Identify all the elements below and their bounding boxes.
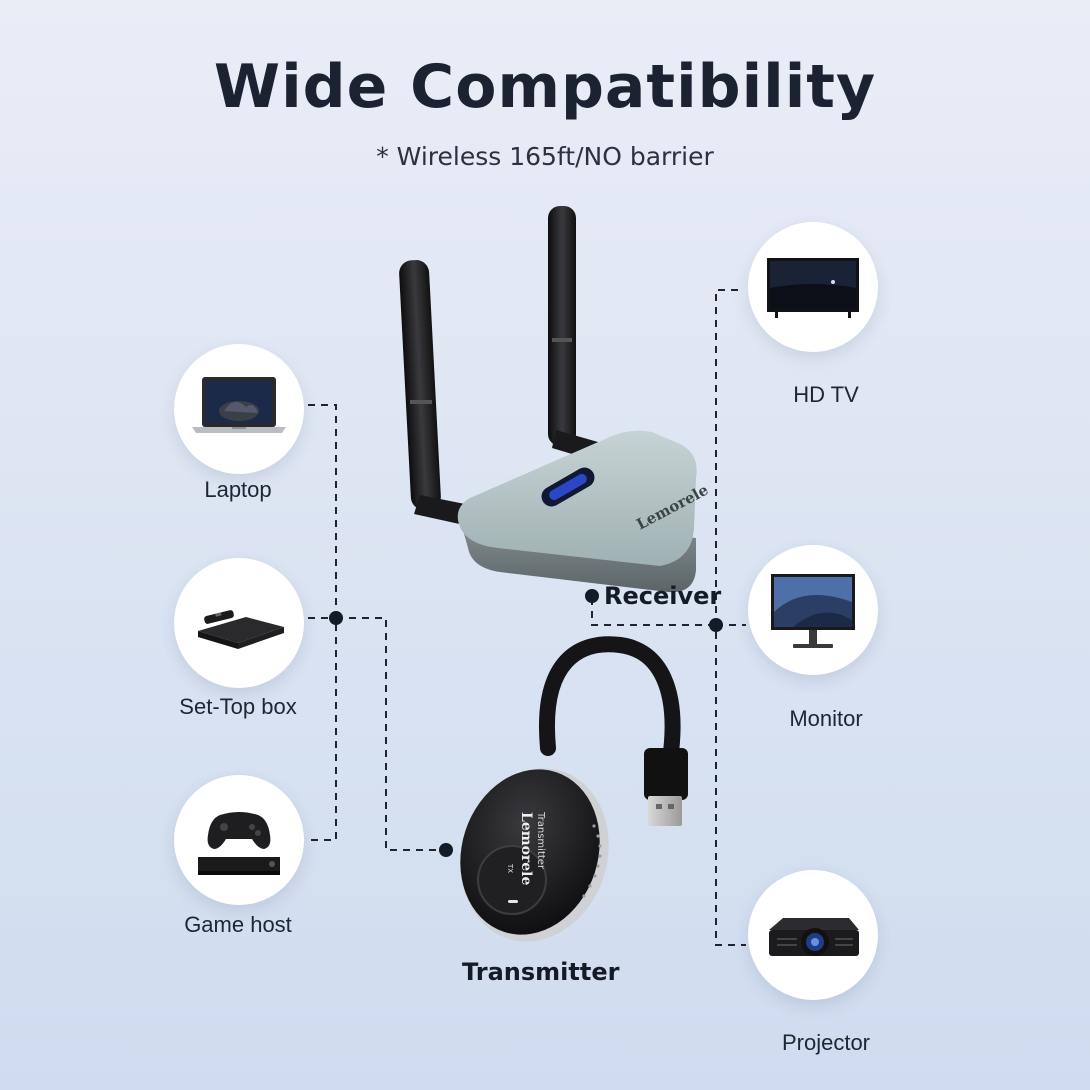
projector-device [748, 870, 878, 1000]
source-bus-line [308, 404, 337, 841]
source-label-laptop: Laptop [204, 477, 272, 502]
svg-text:TX: TX [506, 863, 514, 873]
receiver-dot [585, 589, 599, 603]
transmitter-cable [539, 636, 681, 768]
transmitter-device: TX Lemorele Transmitter [460, 636, 688, 942]
monitor-device [748, 545, 878, 675]
tv-icon [767, 258, 859, 318]
source-junction-dot [329, 611, 343, 625]
receiver-device: Lemorele [399, 206, 711, 593]
receiver-antenna-right [548, 206, 598, 460]
laptop-device [174, 344, 304, 474]
page-subtitle: * Wireless 165ft/NO barrier [376, 142, 714, 171]
source-label-set-top-box: Set-Top box [179, 694, 297, 719]
set-top-box-device [174, 558, 304, 688]
receiver-antenna-left [399, 260, 470, 525]
laptop-icon [192, 377, 286, 433]
display-label-hd-tv: HD TV [793, 382, 859, 407]
source-label-game-host: Game host [184, 912, 292, 937]
display-label-monitor: Monitor [789, 706, 863, 731]
transmitter-button [477, 845, 547, 915]
transmitter-brand: Lemorele [518, 812, 534, 886]
transmitter-label: Transmitter [462, 958, 620, 986]
display-label-projector: Projector [781, 1030, 871, 1055]
set-top-box-icon [198, 610, 284, 649]
transmitter-link [336, 617, 446, 851]
display-junction-dot [709, 618, 723, 632]
receiver-link [591, 598, 716, 626]
receiver-label: Receiver [604, 582, 722, 610]
transmitter-sublabel: Transmitter [535, 811, 546, 870]
transmitter-dot [439, 843, 453, 857]
projector-icon [769, 918, 859, 956]
usb-plug-housing [644, 748, 688, 800]
usb-connector [648, 796, 682, 826]
game-host-device [174, 775, 304, 905]
hd-tv-device [748, 222, 878, 352]
page-title: Wide Compatibility [213, 52, 877, 122]
monitor-icon [771, 574, 855, 648]
game-console-icon [198, 812, 280, 875]
display-bus-line [715, 289, 746, 946]
